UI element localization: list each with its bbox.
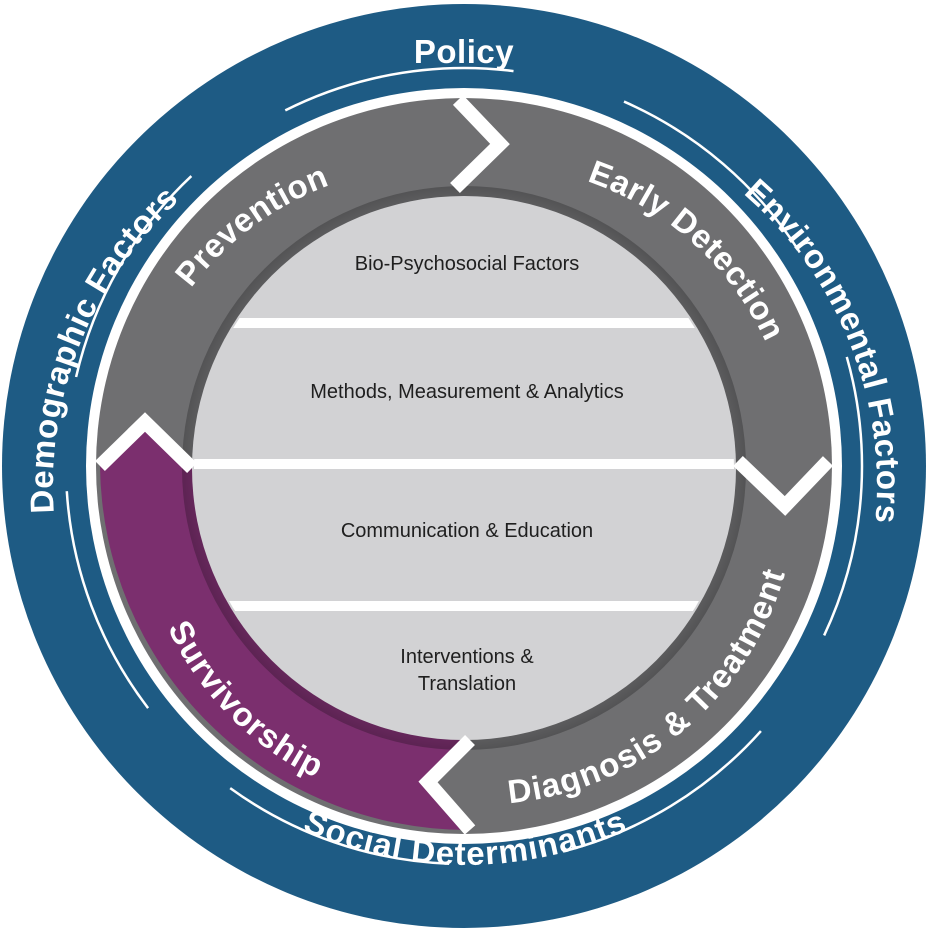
core-label-communication: Communication & Education [341,520,593,542]
chevron-left [95,412,197,474]
core-label-interventions-line1: Interventions & [400,646,534,668]
core-label-interventions-line2: Translation [418,673,516,695]
core-label-bio-psychosocial: Bio-Psychosocial Factors [355,253,580,275]
outer-label-policy: Policy [414,33,514,70]
core-divider-2 [194,459,734,469]
outer-ring-guide-line [64,66,864,866]
chevron-bottom [418,735,476,835]
chevron-right [733,455,834,516]
core-dividers [194,318,734,611]
core-divider-3 [194,601,734,611]
chevron-top [450,95,510,194]
core-label-methods: Methods, Measurement & Analytics [310,381,623,403]
core-divider-1 [194,318,734,328]
